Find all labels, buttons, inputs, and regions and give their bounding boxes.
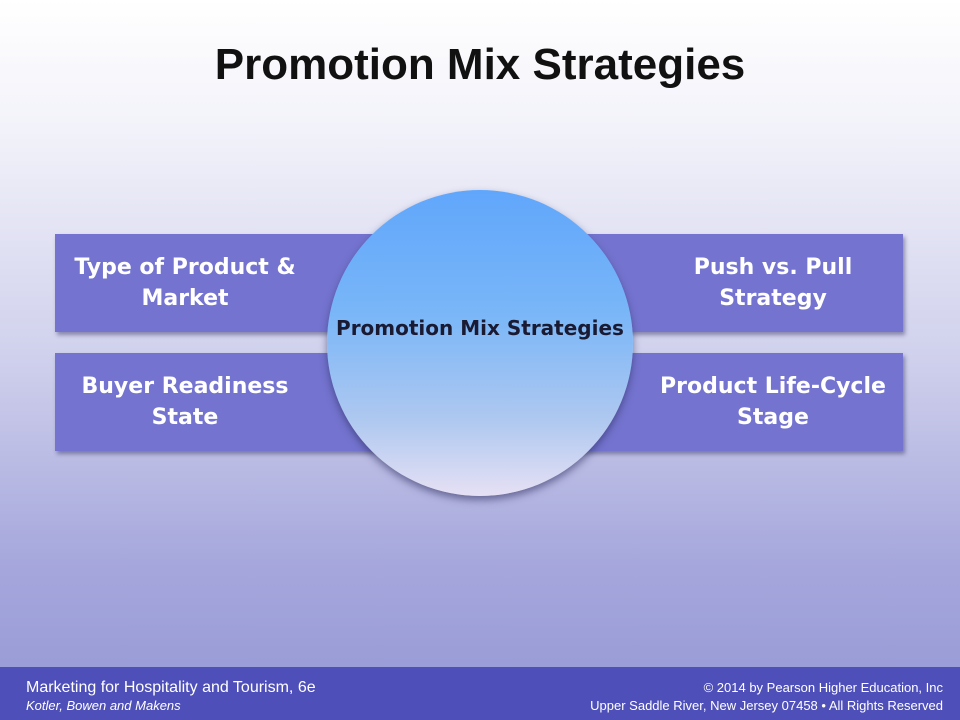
footer-copyright: © 2014 by Pearson Higher Education, Inc (703, 680, 943, 695)
slide-title: Promotion Mix Strategies (214, 40, 746, 89)
footer-bar: Marketing for Hospitality and Tourism, 6… (0, 667, 960, 720)
footer-book-title: Marketing for Hospitality and Tourism, 6… (26, 679, 316, 696)
center-circle: Promotion Mix Strategies (327, 190, 633, 496)
factor-label: Buyer Readiness State (81, 374, 289, 430)
footer-authors: Kotler, Bowen and Makens (26, 698, 181, 713)
factor-label: Type of Product & Market (74, 255, 296, 311)
footer-right: © 2014 by Pearson Higher Education, Inc … (590, 679, 943, 715)
footer-address: Upper Saddle River, New Jersey 07458 • A… (590, 698, 943, 713)
footer-left: Marketing for Hospitality and Tourism, 6… (26, 678, 316, 714)
center-label: Promotion Mix Strategies (336, 316, 624, 340)
factor-label: Product Life-Cycle Stage (660, 374, 886, 430)
factor-label: Push vs. Pull Strategy (693, 255, 853, 311)
